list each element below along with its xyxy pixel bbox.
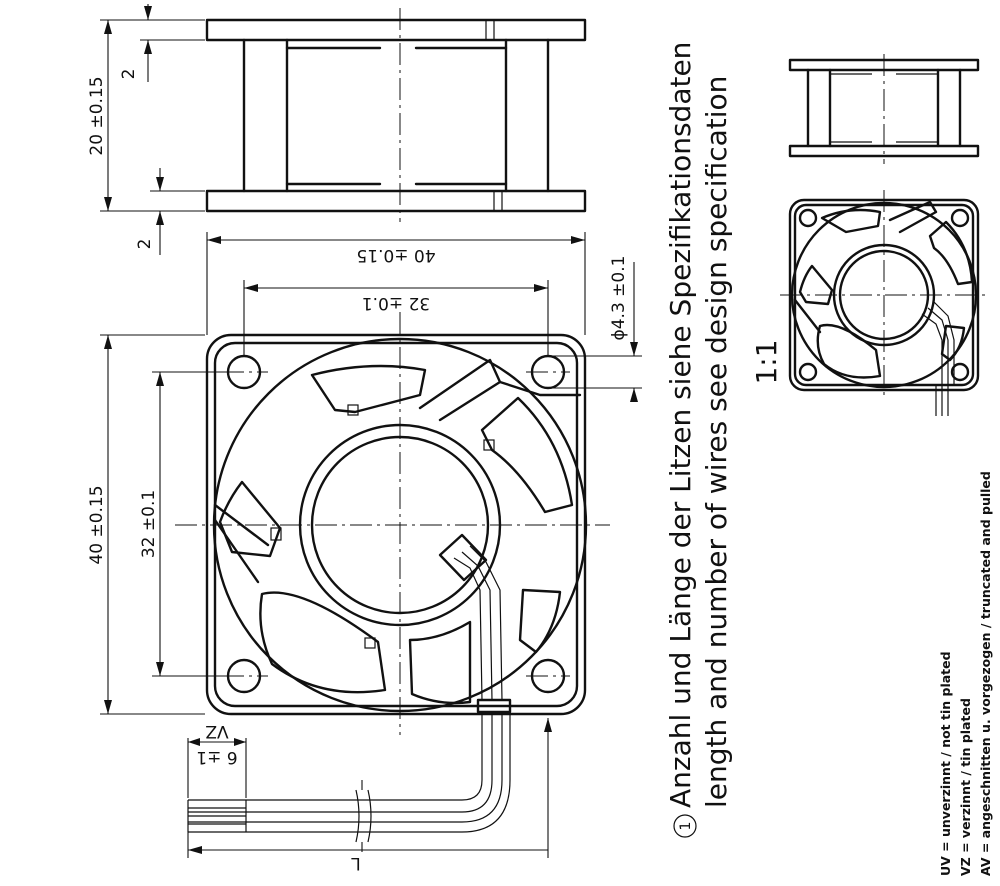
front-view-dimensions: 40 ±0.15 32 ±0.1 ϕ4.3 ±0.1 40 ±0.15 32 ±… (87, 232, 642, 715)
side-flange-lower-dimension: 2 (135, 239, 155, 250)
notes: 1 Anzahl und Länge der Litzen siehe Spez… (664, 42, 783, 838)
note-line-de: Anzahl und Länge der Litzen siehe Spezif… (664, 42, 697, 808)
wire-strip-length: 6 ±1 (196, 747, 237, 767)
note-marker: 1 (678, 822, 694, 831)
legend-vz: VZ = verzinnt / tin plated (958, 698, 973, 876)
wire-length-label: L (351, 853, 361, 873)
front-width-dimension: 40 ±0.15 (356, 245, 435, 265)
legend-uv: UV = unverzinnt / not tin plated (938, 651, 953, 876)
hole-diameter-dimension: ϕ4.3 ±0.1 (609, 256, 629, 341)
side-view-dimensions: 20 ±0.15 2 2 (87, 4, 205, 255)
note-line-en: length and number of wires see design sp… (700, 76, 733, 808)
fan-wires (187, 712, 511, 852)
legend-av: AV = angeschnitten u. vorgezogen / trunc… (978, 471, 993, 876)
hole-spacing-x-dimension: 32 ±0.1 (362, 293, 430, 313)
side-flange-dimension: 2 (119, 69, 139, 80)
front-height-dimension: 40 ±0.15 (87, 485, 107, 564)
scale-front-view (780, 190, 988, 416)
side-view (205, 8, 587, 222)
front-view (175, 312, 610, 735)
side-height-dimension: 20 ±0.15 (87, 76, 107, 155)
wire-strip-label: VZ (205, 721, 228, 741)
scale-side-view (788, 54, 980, 164)
legend: UV = unverzinnt / not tin plated VZ = ve… (938, 471, 993, 876)
wire-dimensions: VZ 6 ±1 L (187, 718, 552, 873)
scale-label: 1:1 (750, 339, 783, 384)
hole-spacing-y-dimension: 32 ±0.1 (139, 490, 159, 558)
